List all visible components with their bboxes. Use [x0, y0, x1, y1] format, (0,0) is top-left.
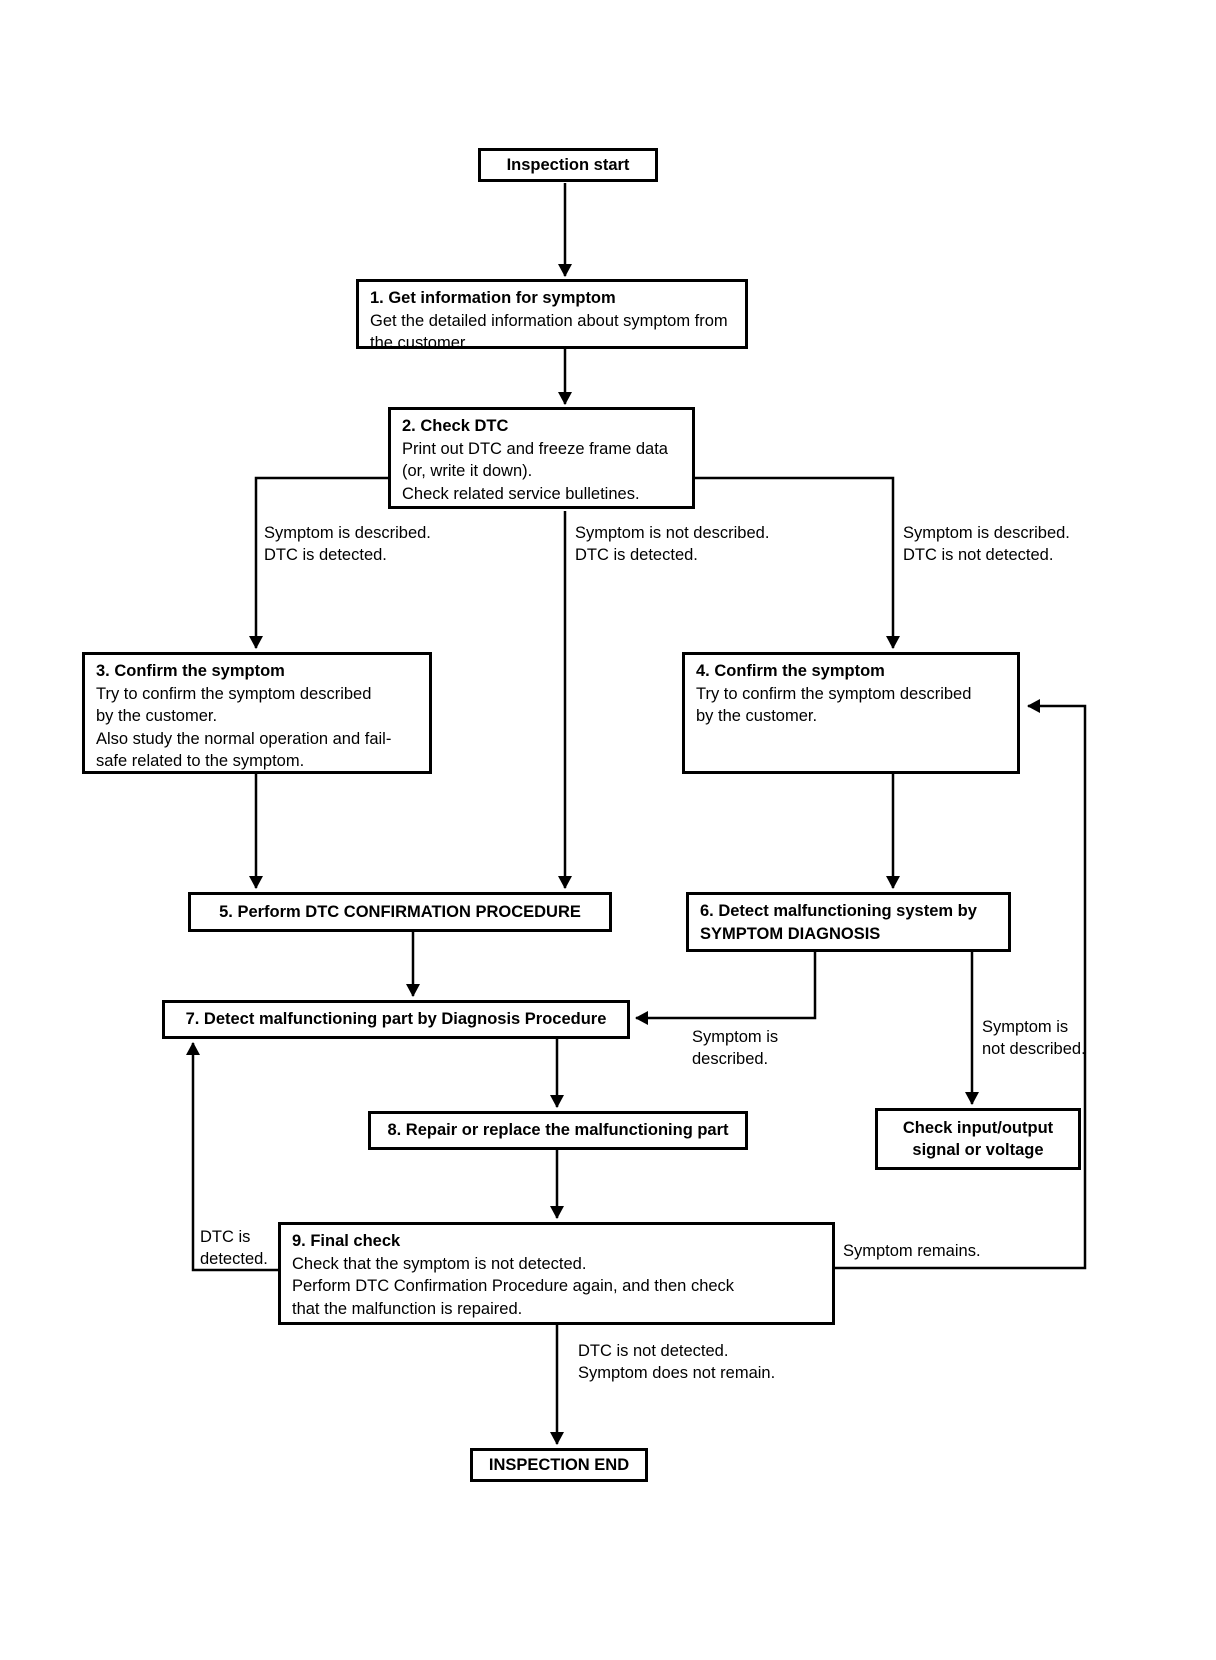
node-step7: 7. Detect malfunctioning part by Diagnos… — [162, 1000, 630, 1039]
step2-title: 2. Check DTC — [402, 417, 509, 435]
step3-body: Try to confirm the symptom described by … — [96, 684, 392, 771]
step2-body: Print out DTC and freeze frame data (or,… — [402, 439, 668, 503]
label-symptom-remains: Symptom remains. — [843, 1242, 981, 1260]
step3-title: 3. Confirm the symptom — [96, 662, 285, 680]
node-inspection-end: INSPECTION END — [470, 1448, 648, 1482]
edge-step9-step7-loop — [186, 1042, 278, 1272]
node-step4: 4. Confirm the symptom Try to confirm th… — [682, 652, 1020, 774]
inspection-start-label: Inspection start — [506, 155, 630, 174]
edge-step9-step4-loop — [835, 699, 1087, 1270]
node-step9: 9. Final check Check that the symptom is… — [278, 1222, 835, 1325]
label-dtc-detected: DTC is detected. — [200, 1228, 268, 1268]
step1-body: Get the detailed information about sympt… — [370, 311, 728, 353]
edge-step6-step7 — [635, 952, 817, 1025]
step9-body: Check that the symptom is not detected. … — [292, 1254, 735, 1318]
node-check-io: Check input/output signal or voltage — [875, 1108, 1081, 1170]
node-step3: 3. Confirm the symptom Try to confirm th… — [82, 652, 432, 774]
step9-title: 9. Final check — [292, 1232, 401, 1250]
step4-title: 4. Confirm the symptom — [696, 662, 885, 680]
label-symptom-not-described: Symptom is not described. — [982, 1018, 1086, 1058]
node-step2: 2. Check DTC Print out DTC and freeze fr… — [388, 407, 695, 509]
node-step1: 1. Get information for symptom Get the d… — [356, 279, 748, 352]
step6-title: 6. Detect malfunctioning system by SYMPT… — [700, 902, 977, 943]
inspection-end-label: INSPECTION END — [488, 1455, 630, 1474]
label-branch-left: Symptom is described. DTC is detected. — [264, 524, 431, 564]
edge-step2-step4 — [695, 476, 900, 649]
step1-title: 1. Get information for symptom — [370, 289, 616, 307]
step5-title: 5. Perform DTC CONFIRMATION PROCEDURE — [219, 902, 581, 921]
label-to-end: DTC is not detected. Symptom does not re… — [578, 1342, 776, 1382]
label-symptom-described: Symptom is described. — [692, 1028, 779, 1068]
step8-title: 8. Repair or replace the malfunctioning … — [387, 1121, 729, 1140]
node-step8: 8. Repair or replace the malfunctioning … — [368, 1111, 748, 1150]
label-branch-mid: Symptom is not described. DTC is detecte… — [575, 524, 770, 564]
check-io-title: Check input/output signal or voltage — [902, 1118, 1054, 1160]
node-step5: 5. Perform DTC CONFIRMATION PROCEDURE — [188, 892, 612, 932]
node-step6: 6. Detect malfunctioning system by SYMPT… — [686, 892, 1011, 952]
step7-title: 7. Detect malfunctioning part by Diagnos… — [185, 1010, 607, 1029]
label-branch-right: Symptom is described. DTC is not detecte… — [903, 524, 1070, 564]
edge-step2-step3 — [249, 476, 388, 649]
node-inspection-start: Inspection start — [478, 148, 658, 182]
step4-body: Try to confirm the symptom described by … — [696, 684, 972, 726]
